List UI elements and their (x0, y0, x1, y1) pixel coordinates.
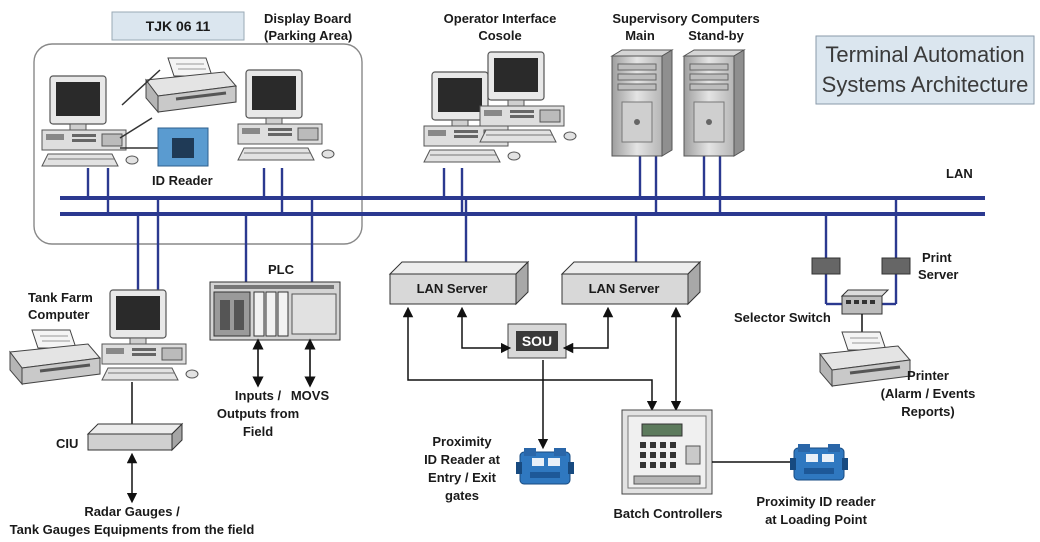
display-board-printer-icon (144, 56, 238, 114)
display-board-tag-text: TJK 06 11 (146, 18, 211, 34)
printer-label-2: (Alarm / Events (881, 386, 976, 401)
proximity-entry-label-1: Proximity (432, 434, 492, 449)
sou-label: SOU (522, 333, 552, 349)
lan-bus (60, 196, 985, 216)
tank-farm-label-1: Tank Farm (28, 290, 93, 305)
proximity-entry-reader-icon (515, 447, 575, 485)
selector-switch-icon (840, 289, 890, 315)
diagram-title: Terminal Automation Systems Architecture (815, 35, 1035, 105)
main-tower-server-icon (611, 49, 673, 157)
printer-label-3: Reports) (901, 404, 954, 419)
proximity-entry-label-2: ID Reader at (424, 452, 501, 467)
id-reader-label: ID Reader (152, 173, 213, 188)
selector-switch-label: Selector Switch (734, 310, 831, 325)
alarm-printer-icon (818, 330, 912, 388)
network-links (86, 156, 898, 306)
radar-label-1: Radar Gauges / (84, 504, 180, 519)
ciu-box (86, 422, 184, 452)
display-board-tag: TJK 06 11 (111, 11, 245, 41)
display-board-enclosure (33, 43, 363, 245)
proximity-loading-label-2: at Loading Point (765, 512, 867, 527)
plc-label: PLC (268, 262, 295, 277)
operator-console-label-2: Cosole (478, 28, 521, 43)
standby-tower-server-icon (683, 49, 745, 157)
display-workstation-1-icon (237, 69, 335, 161)
main-label: Main (625, 28, 655, 43)
radar-label-2: Tank Gauges Equipments from the field (10, 522, 255, 537)
sou-box: SOU (507, 323, 567, 359)
proximity-entry-label-4: gates (445, 488, 479, 503)
tank-farm-printer-icon (8, 328, 102, 386)
print-server-port-2 (881, 257, 911, 275)
title-line1: Terminal Automation (825, 42, 1024, 67)
print-server-label-2: Server (918, 267, 958, 282)
proximity-loading-label-1: Proximity ID reader (756, 494, 875, 509)
tag-connector (121, 69, 161, 106)
display-board-label-2: (Parking Area) (264, 28, 352, 43)
proximity-entry-label-3: Entry / Exit (428, 470, 497, 485)
ciu-label: CIU (56, 436, 78, 451)
proximity-loading-reader-icon (789, 443, 849, 481)
io-label-2: Outputs from (217, 406, 299, 421)
display-board-label-1: Display Board (264, 11, 351, 26)
standby-label: Stand-by (688, 28, 744, 43)
title-line2: Systems Architecture (822, 72, 1029, 97)
operator-console-label-1: Operator Interface (444, 11, 557, 26)
lan-server-1-label: LAN Server (417, 281, 488, 296)
plc-rack-icon (209, 281, 341, 341)
print-server-port-1 (811, 257, 841, 275)
sou-links (402, 306, 682, 450)
io-label-1: Inputs / (235, 388, 282, 403)
print-server-label-1: Print (922, 250, 952, 265)
printer-connector (119, 117, 153, 139)
lan-label: LAN (946, 166, 973, 181)
batch-controller-icon (621, 409, 713, 495)
lan-server-2-label: LAN Server (589, 281, 660, 296)
batch-controllers-label: Batch Controllers (613, 506, 722, 521)
display-workstation-1 (41, 75, 139, 167)
movs-label: MOVS (291, 388, 330, 403)
printer-label-1: Printer (907, 368, 949, 383)
tank-farm-label-2: Computer (28, 307, 89, 322)
tank-farm-workstation-icon (101, 289, 199, 381)
supervisory-label: Supervisory Computers (612, 11, 759, 26)
id-reader-chip-icon (157, 127, 209, 167)
io-label-3: Field (243, 424, 273, 439)
